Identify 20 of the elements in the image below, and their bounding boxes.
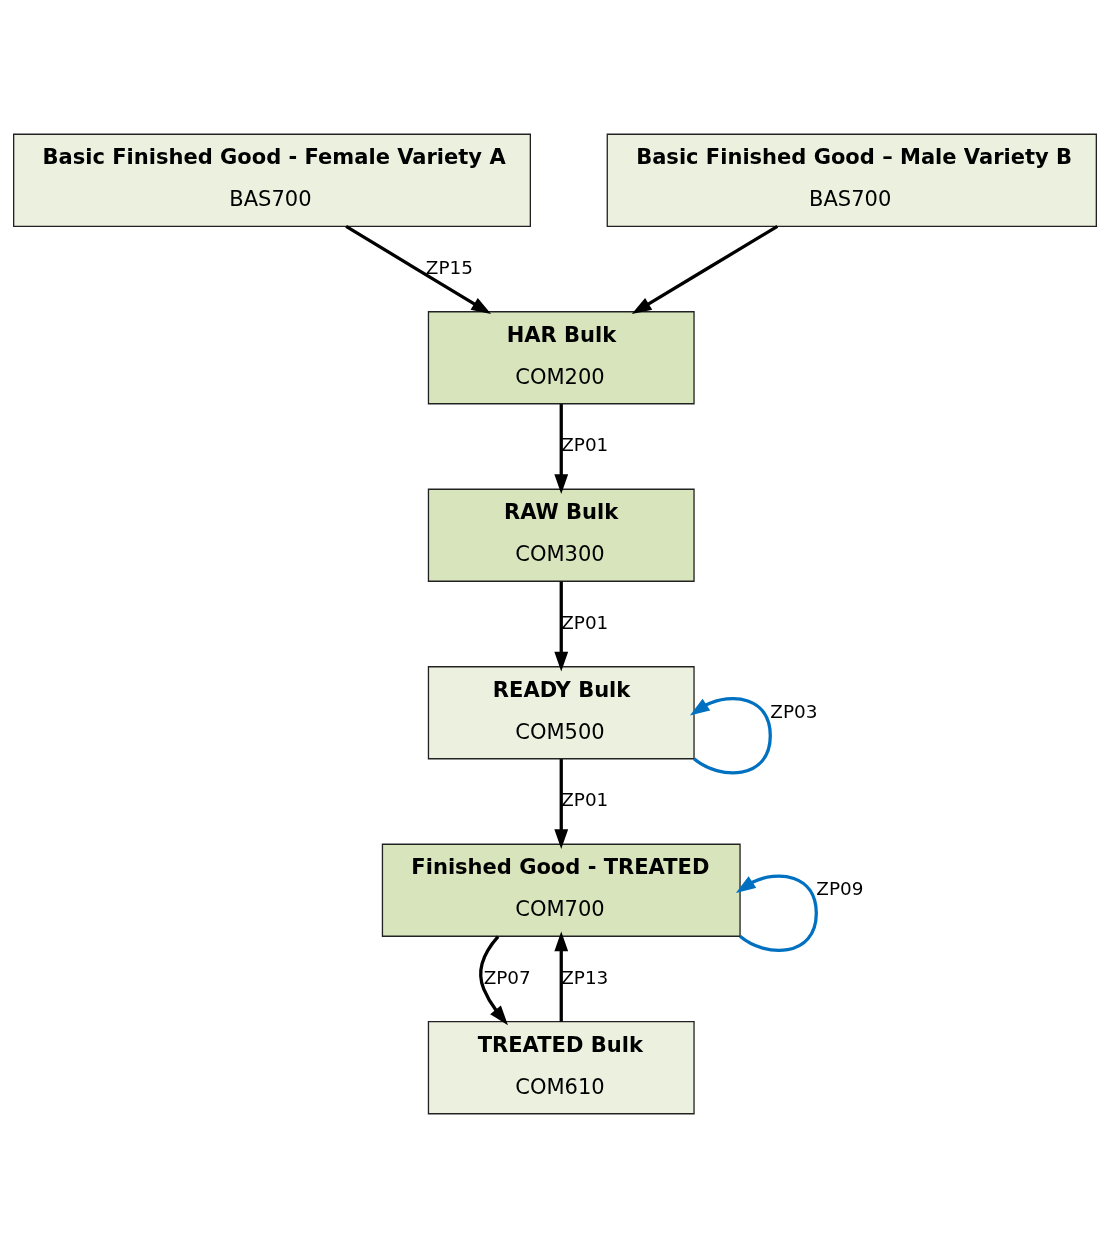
arrow <box>479 935 508 1026</box>
node-box: Finished Good - TREATED COM700 <box>381 843 741 937</box>
edge-label: ZP09 <box>816 878 864 900</box>
arrow <box>345 225 492 315</box>
node-box: READY Bulk COM500 <box>427 666 695 760</box>
arrow <box>554 581 569 672</box>
arrow <box>554 759 569 850</box>
arrow <box>735 874 818 952</box>
edge-label: ZP07 <box>483 966 531 988</box>
arrow <box>689 696 772 775</box>
edge-label: ZP15 <box>425 256 473 278</box>
arrow <box>554 931 569 1022</box>
node-box: TREATED Bulk COM610 <box>427 1021 695 1115</box>
node-box: HAR Bulk COM200 <box>427 311 695 405</box>
arrow <box>554 404 569 495</box>
node-box: RAW Bulk COM300 <box>427 488 695 582</box>
node-box: Basic Finished Good - Female Variety A BAS700 <box>13 133 531 227</box>
node-box: Basic Finished Good – Male Variety B BAS700 <box>606 133 1097 227</box>
edge-label: ZP03 <box>770 700 818 722</box>
arrow <box>631 225 779 315</box>
